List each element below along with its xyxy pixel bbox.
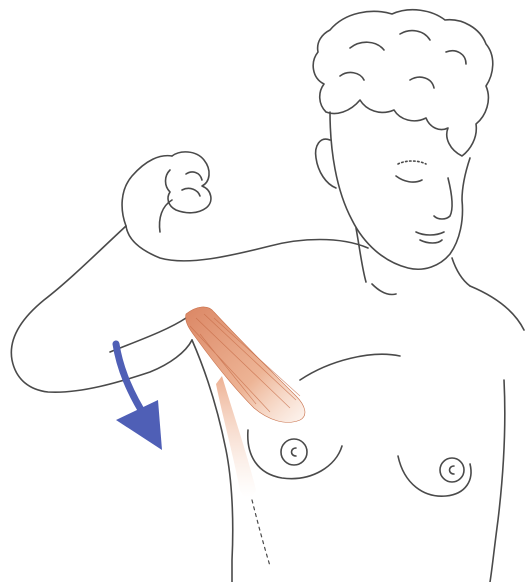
eyebrow bbox=[398, 161, 426, 164]
fist bbox=[166, 152, 211, 213]
axillary-dotted-line bbox=[252, 500, 270, 566]
inner-arm bbox=[110, 318, 186, 352]
eye-lid bbox=[396, 176, 422, 182]
upper-arm-top bbox=[126, 226, 368, 261]
nose bbox=[434, 178, 452, 219]
mouth bbox=[416, 232, 444, 243]
downward-arrow bbox=[116, 344, 162, 450]
right-nipple bbox=[450, 466, 455, 474]
chest-contour bbox=[300, 354, 400, 380]
hair-curl-detail bbox=[340, 31, 466, 88]
right-torso-side bbox=[490, 380, 505, 582]
left-areola bbox=[281, 439, 307, 465]
right-shoulder bbox=[470, 286, 524, 330]
elbow-outline bbox=[11, 226, 192, 392]
pectoral-muscle-highlight bbox=[186, 307, 305, 498]
neck-notch bbox=[372, 284, 396, 295]
left-breast bbox=[248, 430, 342, 479]
right-areola bbox=[440, 458, 464, 482]
ear bbox=[316, 139, 336, 188]
neck-right bbox=[452, 258, 470, 286]
face-outline bbox=[330, 112, 470, 269]
forearm-outer bbox=[122, 156, 172, 226]
left-nipple bbox=[292, 448, 297, 456]
fist-fingers bbox=[182, 172, 202, 196]
